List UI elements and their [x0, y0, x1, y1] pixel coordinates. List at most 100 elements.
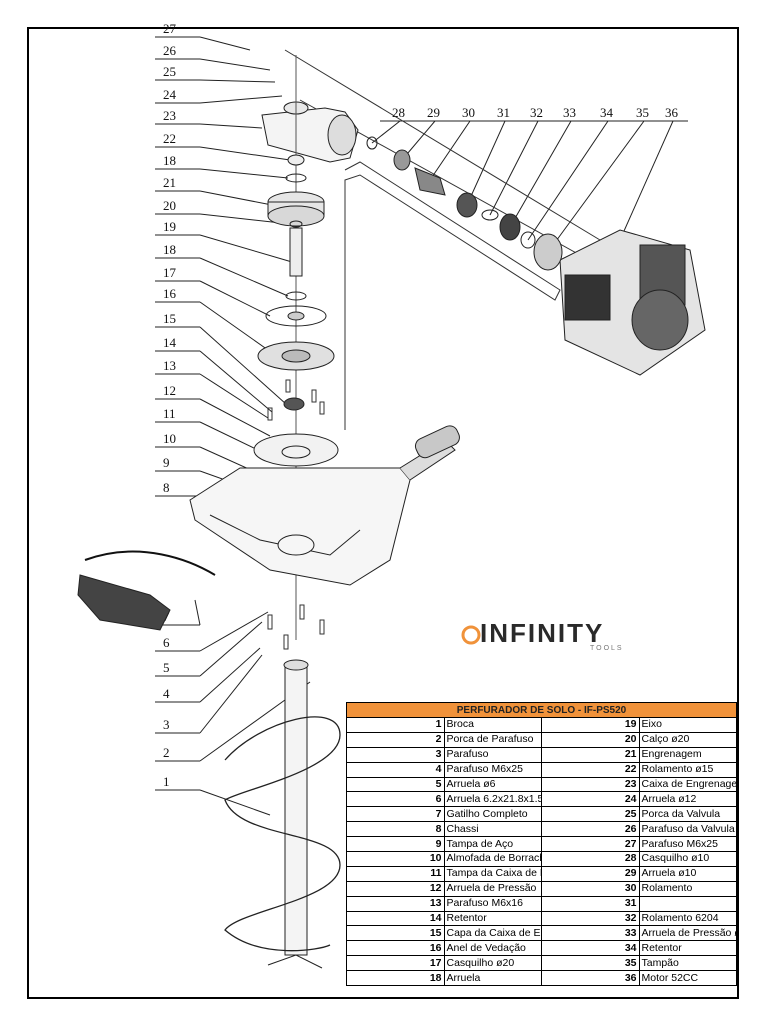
callout-leader — [489, 120, 539, 216]
callout-leader — [199, 611, 269, 652]
callout-label: 26 — [163, 43, 177, 58]
callout-label: 28 — [392, 105, 405, 120]
callout-label: 6 — [163, 635, 170, 650]
callout-label: 35 — [636, 105, 649, 120]
part-description: Arruela 6.2x21.8x1.5 — [443, 791, 542, 808]
diagonal-parts — [366, 136, 563, 271]
callout-label: 20 — [163, 198, 176, 213]
callout-leader — [199, 373, 269, 419]
callout-leader — [199, 79, 276, 83]
part-number: 28 — [541, 851, 640, 867]
part-description: Motor 52CC — [638, 970, 737, 987]
brand-logo: INFINITY — [480, 618, 605, 648]
part-description: Arruela ø6 — [443, 776, 542, 793]
callout-leader — [199, 421, 263, 453]
part-description: Parafuso — [443, 746, 542, 763]
part-number: 5 — [346, 776, 445, 793]
part-number: 19 — [541, 717, 640, 733]
part-number: 7 — [346, 806, 445, 823]
callout-label: 32 — [530, 105, 543, 120]
part-description: Parafuso M6x25 — [638, 836, 737, 853]
part-number: 13 — [346, 895, 445, 912]
callout-label: 5 — [163, 660, 170, 675]
brand-logo-icon — [461, 625, 481, 645]
callout-label: 16 — [163, 286, 177, 301]
callout-label: 19 — [163, 219, 176, 234]
callout-label: 21 — [163, 175, 176, 190]
part-description: Parafuso M6x25 — [443, 761, 542, 778]
part-number: 16 — [346, 940, 445, 957]
callout-leader — [509, 120, 572, 228]
callout-leader — [199, 257, 289, 297]
part-description: Caixa de Engrenagem — [638, 776, 737, 793]
part-number: 27 — [541, 836, 640, 853]
callout-label: 23 — [163, 108, 176, 123]
part-number: 1 — [346, 717, 445, 733]
part-description: Arruela ø10 — [638, 865, 737, 882]
part-number: 10 — [346, 851, 445, 867]
part-number: 11 — [346, 865, 445, 882]
callout-leader — [199, 326, 287, 405]
callout-leader — [199, 190, 273, 206]
part-number: 21 — [541, 746, 640, 763]
callout-leader — [199, 123, 263, 129]
part-number: 14 — [346, 910, 445, 927]
part-description: Calço ø20 — [638, 731, 737, 748]
part-description: Arruela ø12 — [638, 791, 737, 808]
part-description: Engrenagem — [638, 746, 737, 763]
callout-leader — [199, 789, 271, 816]
auger-drill — [224, 659, 341, 969]
callout-label: 10 — [163, 431, 176, 446]
motor-group-outline — [344, 161, 561, 430]
part-number: 23 — [541, 776, 640, 793]
part-number: 15 — [346, 925, 445, 942]
part-description: Rolamento 6204 — [638, 910, 737, 927]
callout-label: 3 — [163, 717, 170, 732]
callout-label: 9 — [163, 455, 170, 470]
part-description: Arruela — [443, 970, 542, 987]
callout-leader — [199, 350, 273, 413]
part-description: Porca da Valvula — [638, 806, 737, 823]
callout-label: 4 — [163, 686, 170, 701]
callout-label: 18 — [163, 242, 176, 257]
callout-label: 15 — [163, 311, 176, 326]
callout-label: 11 — [163, 406, 176, 421]
callout-leader — [199, 398, 271, 437]
part-description: Parafuso M6x16 — [443, 895, 542, 912]
part-number: 29 — [541, 865, 640, 882]
callout-label: 12 — [163, 383, 176, 398]
callout-leader — [619, 120, 674, 241]
part-description: Rolamento ø15 — [638, 761, 737, 778]
callout-label: 25 — [163, 64, 176, 79]
callout-leader — [199, 168, 289, 179]
callout-leader — [199, 280, 271, 317]
part-number: 35 — [541, 955, 640, 972]
callout-leader — [199, 146, 291, 161]
callout-label: 18 — [163, 153, 176, 168]
callout-leader — [199, 95, 283, 104]
callout-leader — [199, 654, 263, 734]
bolts — [267, 379, 325, 650]
callout-label: 30 — [462, 105, 475, 120]
part-number: 25 — [541, 806, 640, 823]
engine-motor — [559, 229, 706, 376]
callout-leader — [199, 234, 293, 263]
part-number: 4 — [346, 761, 445, 778]
callout-leader — [199, 36, 251, 51]
part-description: Casquilho ø20 — [443, 955, 542, 972]
part-number: 12 — [346, 880, 445, 897]
callout-leader — [199, 301, 269, 351]
part-number: 33 — [541, 925, 640, 942]
part-description: Arruela de Pressão — [443, 880, 542, 897]
part-number: 26 — [541, 821, 640, 838]
part-description: Tampão — [638, 955, 737, 972]
